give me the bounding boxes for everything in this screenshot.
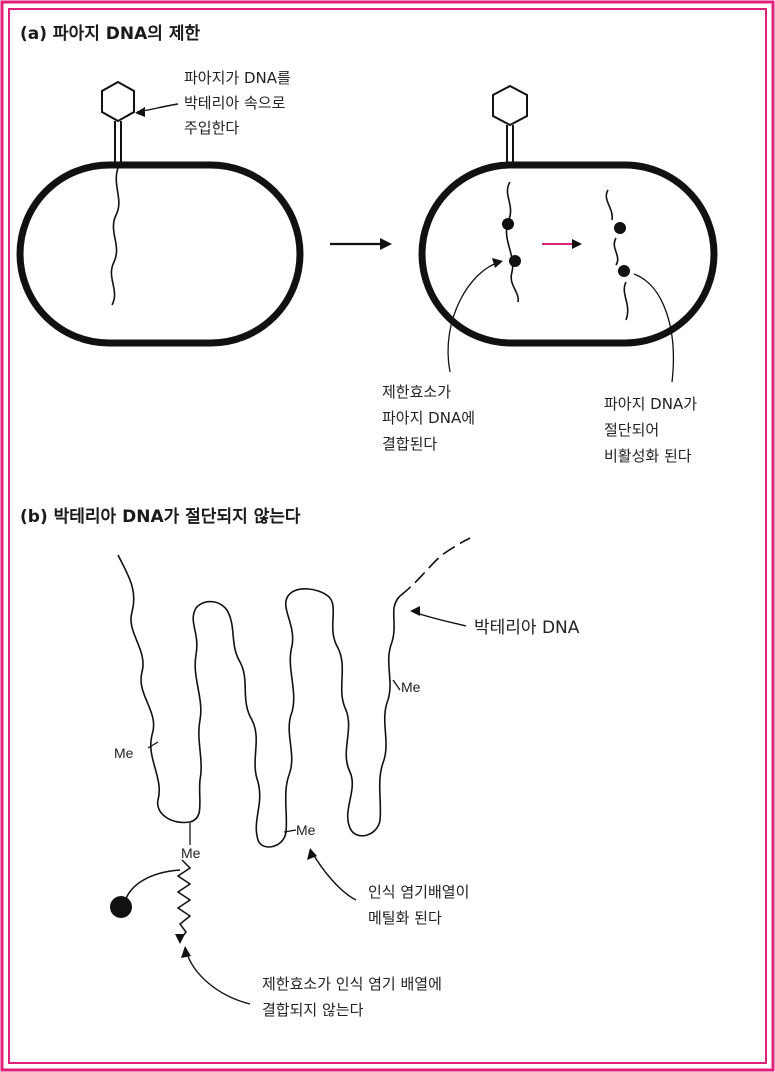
restriction-enzyme [614,222,626,234]
enzyme-bind-label-line2: 파아지 DNA에 [382,406,475,431]
bacterium-left [20,165,300,343]
methyl-tag: Me [181,845,200,861]
methyl-tick [393,680,400,690]
methyl-tag: Me [114,745,133,761]
methylated-label-line1: 인식 염기배열이 [368,880,469,905]
panel-b-title: (b) 박테리아 DNA가 절단되지 않는다 [20,505,301,530]
recognition-site-zigzag [178,860,190,940]
inject-label-line3: 주입한다 [184,116,239,141]
bacterial-dna-strand-dashed [400,538,470,596]
methyl-tick [148,742,158,748]
phage-dna-cut-fragment [624,282,627,320]
phage-left [102,82,134,162]
methyl-tag: Me [296,822,315,838]
restriction-enzyme-unbound [110,896,132,918]
phage-right [493,86,527,162]
panel-a-title: (a) 파아지 DNA의 제한 [20,22,200,47]
methylated-label-line2: 메틸화 된다 [368,906,442,931]
enzyme-bind-label-line1: 제한효소가 [382,380,451,405]
restriction-enzyme [618,265,630,277]
bacteria-dna-label: 박테리아 DNA [474,616,579,641]
enzyme-tether [124,870,180,905]
cut-label-line1: 파아지 DNA가 [604,392,697,417]
methyl-tag: Me [401,679,420,695]
no-bind-pointer [186,950,250,1004]
phage-dna-bound [506,182,518,302]
bacterium-right [422,165,714,343]
enzyme-bind-pointer [448,262,500,372]
phage-dna-injected [111,168,118,305]
inject-label-line1: 파아지가 DNA를 [184,66,291,91]
restriction-enzyme [509,255,521,267]
cut-pointer [634,274,673,382]
cut-label-line3: 비활성화 된다 [604,444,692,469]
bacterial-dna-strand [118,555,400,847]
no-bind-label-line1: 제한효소가 인식 염기 배열에 [262,972,442,997]
no-bind-label-line2: 결합되지 않는다 [262,998,363,1023]
bacteria-dna-pointer [414,612,466,626]
phage-dna-cut-fragment [606,190,612,220]
methylated-pointer [312,852,356,900]
restriction-enzyme [502,218,514,230]
cut-label-line2: 절단되어 [604,418,659,443]
enzyme-bind-label-line3: 결합된다 [382,432,437,457]
phage-dna-cut-fragment [614,238,617,265]
inject-label-line2: 박테리아 속으로 [184,91,285,116]
